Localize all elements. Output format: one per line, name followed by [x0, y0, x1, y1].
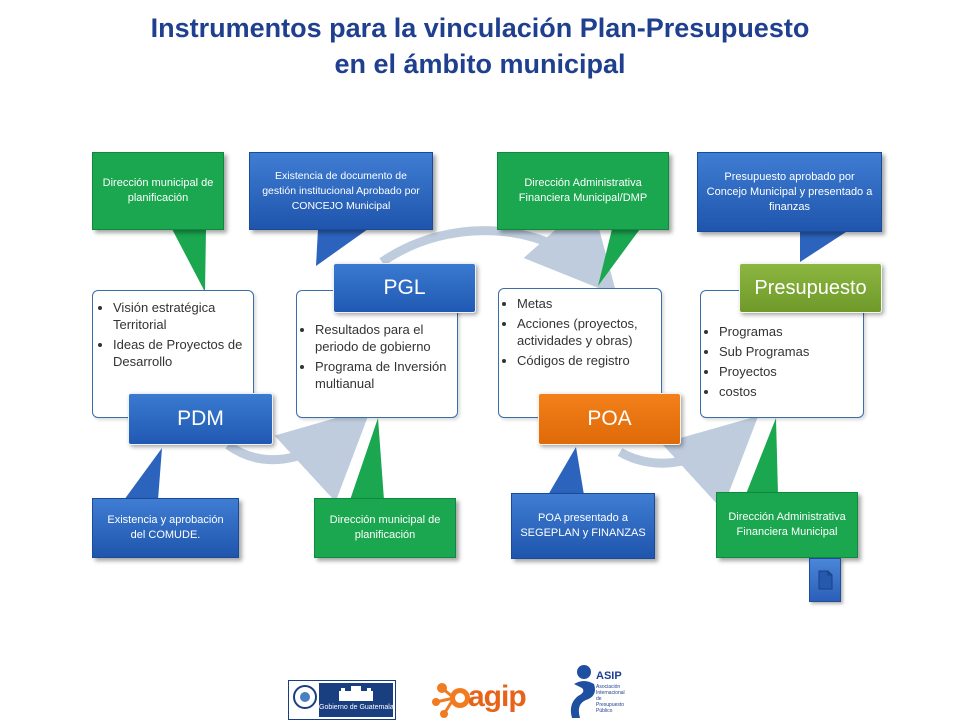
stage-label-presupuesto: Presupuesto [739, 263, 882, 313]
page-title: Instrumentos para la vinculación Plan-Pr… [0, 10, 960, 82]
stage-label-poa: POA [538, 393, 681, 445]
pdm-bullet: Visión estratégica Territorial [113, 299, 247, 333]
logo-gobierno-guatemala: Gobierno de Guatemala [288, 680, 396, 720]
pgl-bullet: Resultados para el periodo de gobierno [315, 321, 451, 355]
callout-tail-bottom-4 [746, 418, 778, 494]
agip-logo-text: agip [468, 680, 527, 713]
pgl-bullet: Programa de Inversión multianual [315, 358, 451, 392]
presupuesto-bullet: Programas [719, 323, 859, 340]
callout-tail-top-1 [172, 229, 206, 292]
asip-full-name: Asociación Internacional de Presupuesto … [596, 684, 625, 714]
callout-tail-bottom-1 [124, 448, 162, 500]
callout-bottom-daf: Dirección Administrativa Financiera Muni… [716, 492, 858, 558]
title-line-2: en el ámbito municipal [334, 49, 626, 79]
callout-bottom-comude: Existencia y aprobación del COMUDE. [92, 498, 239, 558]
guatemala-emblem-icon [293, 685, 317, 709]
pdm-bullet: Ideas de Proyectos de Desarrollo [113, 336, 247, 370]
agip-network-icon [432, 683, 470, 718]
callout-bottom-planificacion: Dirección municipal de planificación [314, 498, 456, 558]
logo-asip: ASIP Asociación Internacional de Presupu… [568, 664, 648, 720]
poa-bullet: Metas [517, 295, 657, 312]
poa-bullet: Códigos de registro [517, 352, 657, 369]
guatemala-logo-text: Gobierno de Guatemala [319, 704, 394, 711]
callout-bottom-segeplan: POA presentado a SEGEPLAN y FINANZAS [511, 493, 655, 559]
presupuesto-bullet: Sub Programas [719, 343, 859, 360]
callout-tail-top-3 [598, 229, 640, 286]
asip-figure-icon [570, 665, 595, 718]
callout-tail-top-4 [800, 232, 846, 262]
callout-tail-top-2 [316, 229, 368, 266]
stage-label-pdm: PDM [128, 393, 273, 445]
poa-bullet: Acciones (proyectos, actividades y obras… [517, 315, 657, 349]
callout-top-planificacion: Dirección municipal de planificación [92, 152, 224, 230]
callout-tail-bottom-2 [350, 418, 384, 500]
stage-label-pgl: PGL [333, 263, 476, 313]
guatemala-logo-bar: Gobierno de Guatemala [319, 683, 394, 717]
callout-tail-bottom-3 [548, 447, 584, 495]
document-icon[interactable] [809, 558, 841, 602]
asip-acronym: ASIP [596, 670, 622, 682]
callout-top-daf-dmp: Dirección Administrativa Financiera Muni… [497, 152, 669, 230]
callout-top-presupuesto-aprobado: Presupuesto aprobado por Concejo Municip… [697, 152, 882, 232]
title-line-1: Instrumentos para la vinculación Plan-Pr… [150, 13, 810, 43]
presupuesto-bullet: Proyectos [719, 363, 859, 380]
presupuesto-bullet: costos [719, 383, 859, 400]
logo-agip: agip [430, 676, 540, 720]
callout-top-documento-gestion: Existencia de documento de gestión insti… [249, 152, 433, 230]
